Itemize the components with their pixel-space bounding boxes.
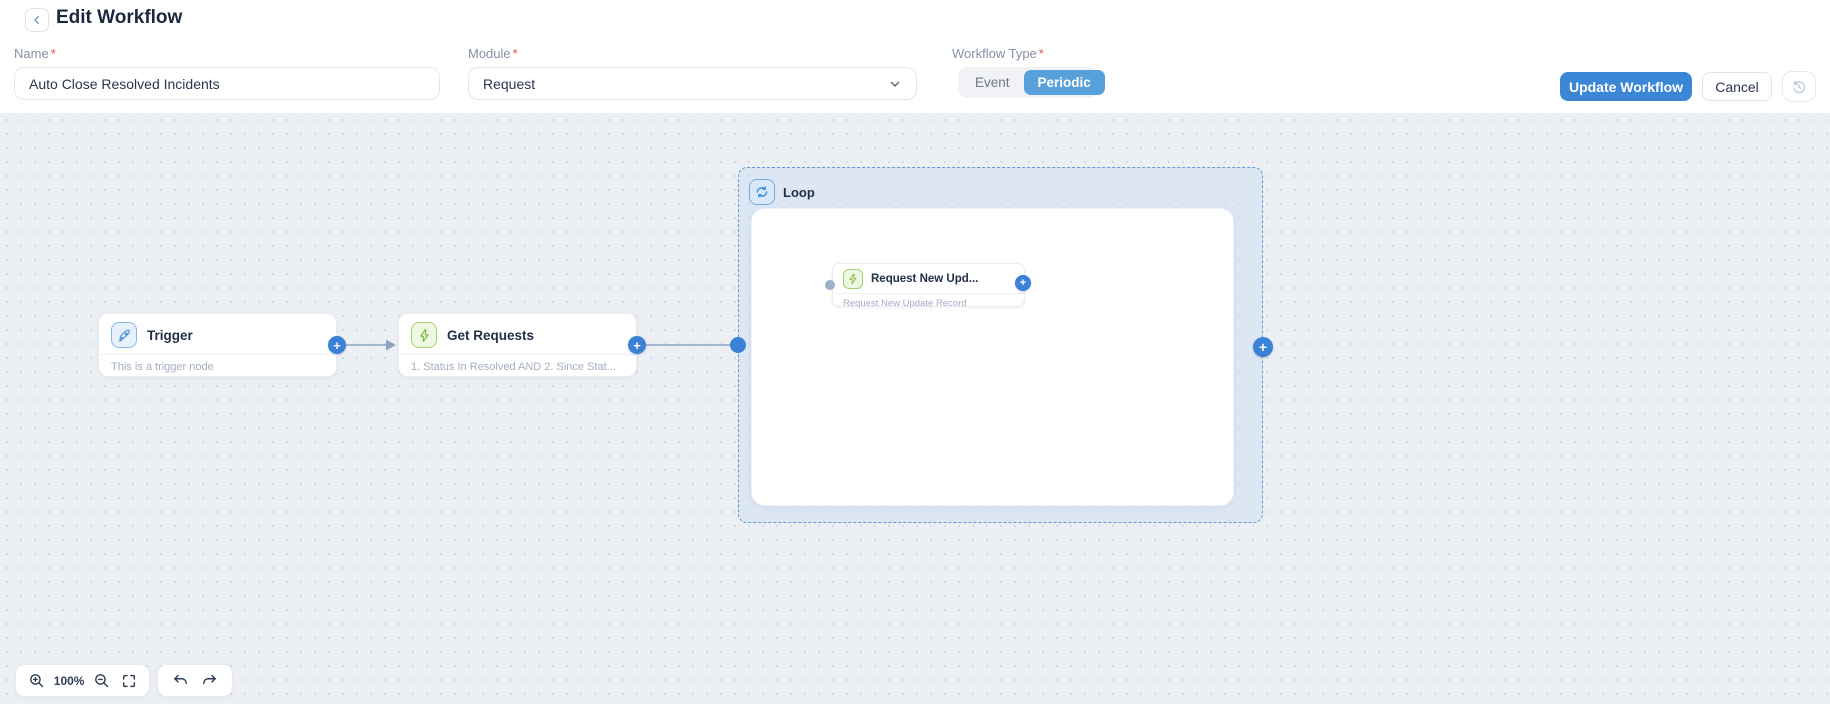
loop-header: Loop	[749, 179, 815, 205]
fit-view-button[interactable]	[119, 671, 139, 691]
history-restore-button[interactable]	[1782, 71, 1816, 102]
node-divider	[399, 354, 636, 355]
cancel-button[interactable]: Cancel	[1702, 72, 1772, 101]
node-subtitle: Request New Update Record	[843, 298, 967, 309]
node-get-requests-header: Get Requests	[399, 314, 636, 354]
zoom-toolbar: 100%	[15, 664, 150, 697]
module-select-value: Request	[483, 75, 536, 92]
loop-body[interactable]	[751, 208, 1234, 506]
module-select[interactable]: Request	[468, 67, 917, 100]
workflow-type-label: Workflow Type*	[952, 46, 1044, 61]
node-input-handle[interactable]	[825, 280, 835, 290]
node-title: Trigger	[147, 327, 193, 343]
node-get-requests[interactable]: Get Requests 1. Status In Resolved AND 2…	[398, 313, 637, 377]
lightning-icon	[843, 269, 863, 289]
chevron-left-icon	[31, 14, 43, 26]
node-divider	[99, 354, 336, 355]
add-node-button-after-trigger[interactable]: +	[328, 336, 346, 354]
node-divider	[833, 293, 1024, 294]
name-input[interactable]	[14, 67, 440, 100]
history-icon	[1791, 79, 1807, 95]
add-node-button-after-get-requests[interactable]: +	[628, 336, 646, 354]
history-toolbar	[157, 664, 233, 697]
toggle-option-event[interactable]: Event	[961, 70, 1024, 95]
zoom-in-icon	[28, 672, 45, 689]
add-node-button-after-request-new-update[interactable]: +	[1015, 275, 1031, 291]
undo-icon	[172, 672, 189, 689]
redo-icon	[201, 672, 218, 689]
loop-title: Loop	[783, 184, 815, 200]
module-label: Module*	[468, 46, 518, 61]
rocket-icon	[111, 322, 137, 348]
undo-button[interactable]	[170, 670, 191, 691]
lightning-icon	[411, 322, 437, 348]
loop-container[interactable]: Loop	[738, 167, 1263, 523]
back-button[interactable]	[25, 8, 49, 32]
page-title: Edit Workflow	[56, 7, 183, 28]
node-subtitle: 1. Status In Resolved AND 2. Since Stat.…	[411, 361, 616, 373]
topbar: Edit Workflow Name* Module* Request Work…	[0, 0, 1830, 113]
update-workflow-button[interactable]: Update Workflow	[1560, 72, 1692, 101]
zoom-out-button[interactable]	[91, 670, 112, 691]
node-subtitle: This is a trigger node	[111, 361, 214, 373]
fullscreen-icon	[121, 673, 137, 689]
zoom-level-value: 100%	[53, 673, 85, 688]
required-asterisk: *	[512, 46, 518, 61]
toggle-option-periodic[interactable]: Periodic	[1023, 70, 1105, 95]
loop-icon	[749, 179, 775, 205]
node-trigger-header: Trigger	[99, 314, 336, 354]
name-label: Name*	[14, 46, 56, 61]
node-request-new-update-header: Request New Upd...	[833, 264, 1024, 293]
node-title: Get Requests	[447, 327, 535, 343]
loop-input-handle[interactable]	[730, 337, 746, 353]
node-title: Request New Upd...	[871, 273, 979, 285]
workflow-canvas[interactable]: Loop Trigger This is a trigger node +	[0, 113, 1830, 704]
required-asterisk: *	[1038, 46, 1044, 61]
add-node-button-after-loop[interactable]: +	[1253, 337, 1273, 357]
node-request-new-update[interactable]: Request New Upd... Request New Update Re…	[832, 263, 1025, 309]
edge-arrowhead-icon	[386, 339, 396, 351]
workflow-type-toggle: Event Periodic	[958, 67, 1105, 98]
node-trigger[interactable]: Trigger This is a trigger node	[98, 313, 337, 377]
required-asterisk: *	[50, 46, 56, 61]
chevron-down-icon	[888, 77, 902, 91]
zoom-out-icon	[93, 672, 110, 689]
zoom-in-button[interactable]	[26, 670, 47, 691]
redo-button[interactable]	[199, 670, 220, 691]
